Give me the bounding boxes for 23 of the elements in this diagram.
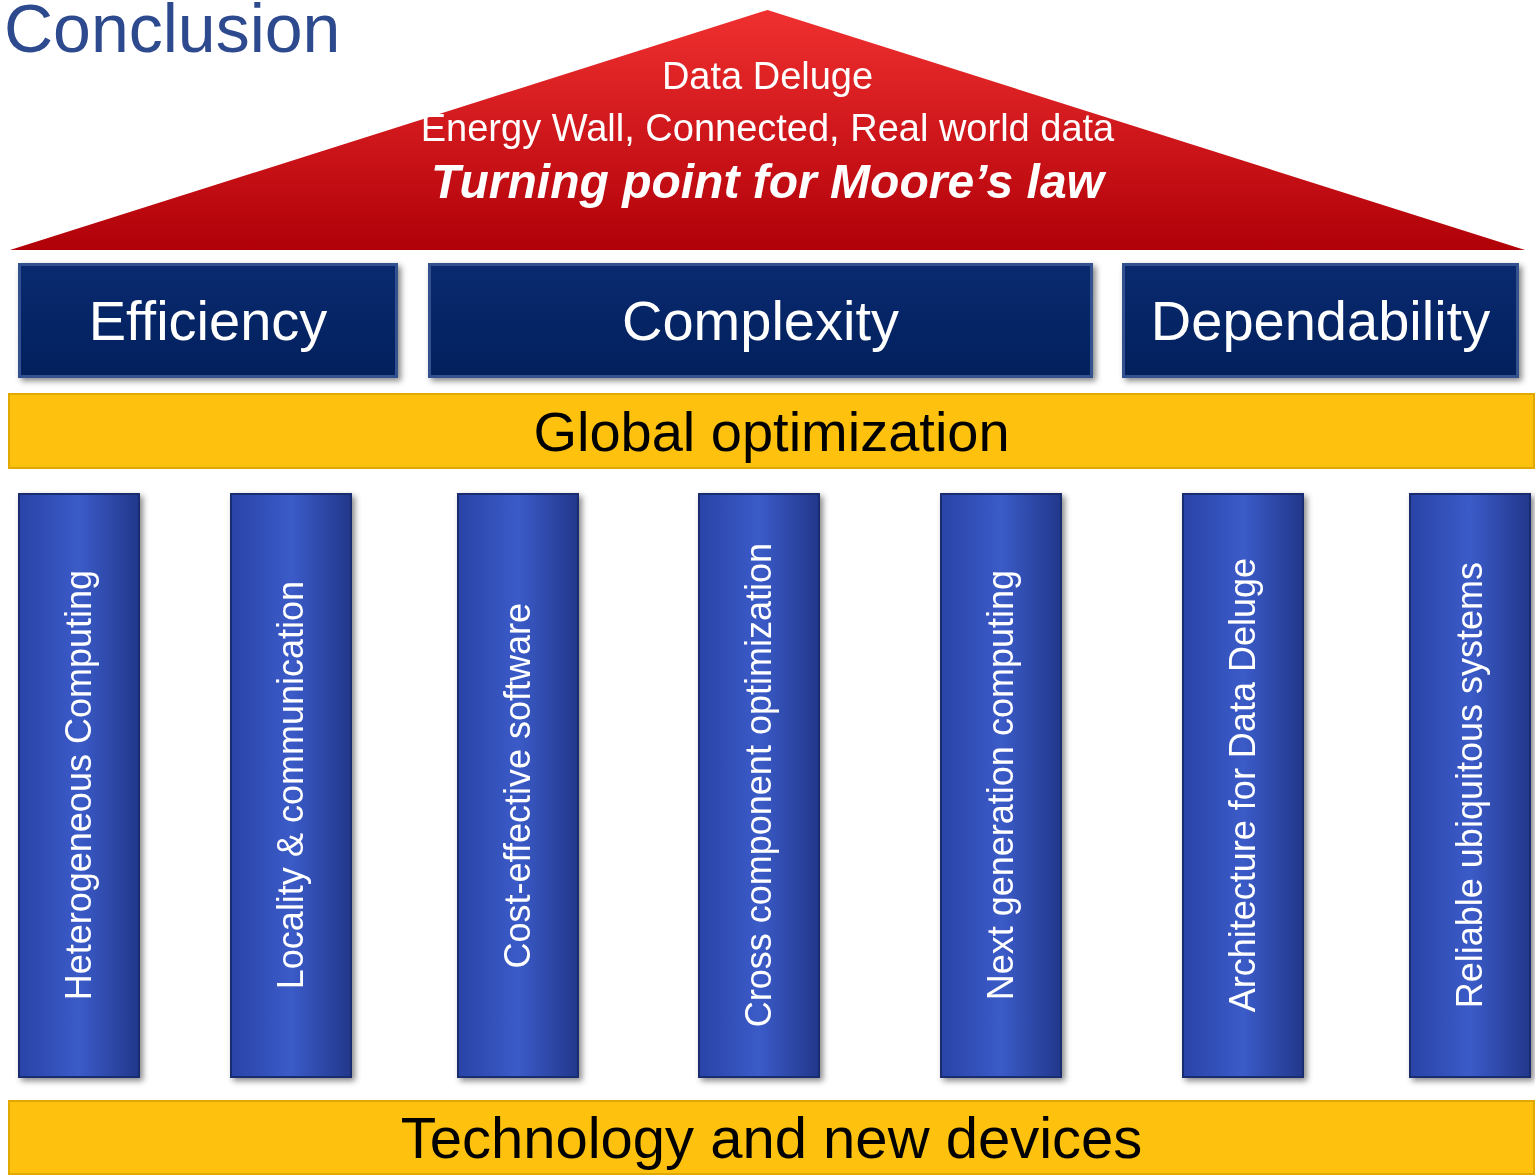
pillar-label: Architecture for Data Deluge bbox=[1222, 558, 1264, 1013]
roof-text: Energy Wall, Connected, Real world data bbox=[420, 107, 1115, 150]
pillar-column bbox=[1409, 493, 1531, 1078]
category-box: Complexity bbox=[428, 263, 1093, 378]
pillar-column bbox=[457, 493, 579, 1078]
pillar-column bbox=[940, 493, 1062, 1078]
pillar-label: Reliable ubiquitous systems bbox=[1449, 562, 1491, 1009]
category-box: Dependability bbox=[1122, 263, 1519, 378]
pillar-column bbox=[18, 493, 140, 1078]
pillar-label: Cross component optimization bbox=[738, 543, 780, 1028]
pillar-label: Heterogeneous Computing bbox=[58, 570, 100, 1001]
pillar-column bbox=[230, 493, 352, 1078]
pillar-column bbox=[1182, 493, 1304, 1078]
foundation-band: Global optimization bbox=[8, 393, 1535, 469]
foundation-band: Technology and new devices bbox=[8, 1100, 1535, 1175]
roof-heading: Turning point for Moore’s law bbox=[431, 154, 1104, 209]
roof-text: Data Deluge bbox=[661, 55, 874, 98]
pillar-label: Next generation computing bbox=[980, 570, 1022, 1001]
pillar-column bbox=[698, 493, 820, 1078]
pillar-label: Locality & communication bbox=[270, 581, 312, 990]
slide-title: Conclusion bbox=[4, 0, 341, 62]
category-box: Efficiency bbox=[18, 263, 398, 378]
pillar-label: Cost-effective software bbox=[497, 602, 539, 969]
